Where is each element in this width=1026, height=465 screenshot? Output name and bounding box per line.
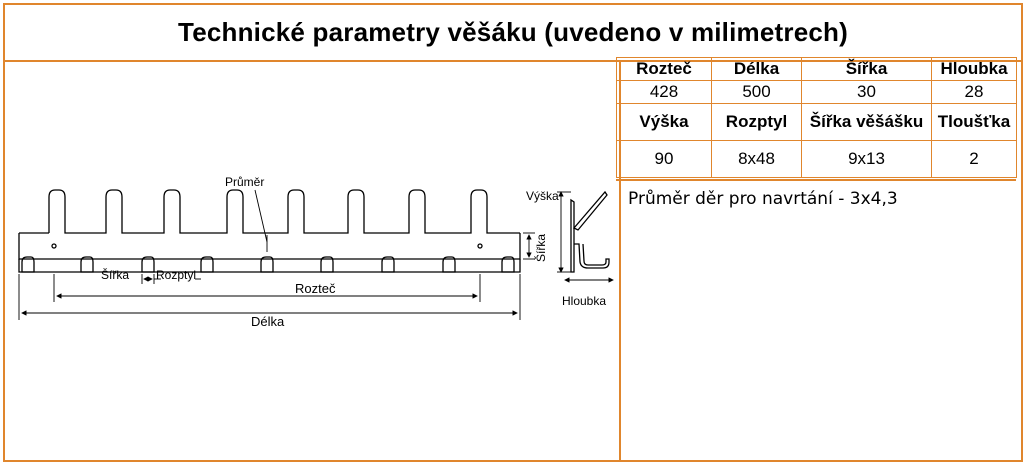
label-hloubka: Hloubka — [562, 294, 606, 308]
label-roztec: Rozteč — [295, 281, 336, 296]
header-tloustka: Tloušťka — [931, 103, 1017, 141]
value-sirka: 30 — [801, 80, 932, 104]
technical-drawing: Průměr Šířka Rozptyl Rozteč Délka Výška … — [5, 62, 621, 460]
header-roztec: Rozteč — [616, 57, 712, 81]
label-sirka-side: Šířka — [533, 234, 548, 262]
hanger-drawing: Průměr Šířka Rozptyl Rozteč Délka Výška … — [18, 175, 614, 329]
value-tloustka: 2 — [931, 140, 1017, 178]
hanger-side-view — [570, 190, 610, 273]
parameters-table: Rozteč Délka Šířka Hloubka 428 500 30 28… — [616, 57, 1017, 178]
value-delka: 500 — [711, 80, 802, 104]
parameters-table-container: Rozteč Délka Šířka Hloubka 428 500 30 28… — [616, 57, 1017, 178]
label-vyska: Výška — [526, 189, 559, 203]
label-rozptyl: Rozptyl — [156, 268, 196, 282]
hanger-front-view — [18, 189, 521, 273]
header-sirka-vesasku: Šířka věšášku — [801, 103, 932, 141]
value-vyska: 90 — [616, 140, 712, 178]
header-delka: Délka — [711, 57, 802, 81]
header-rozptyl: Rozptyl — [711, 103, 802, 141]
value-rozptyl: 8x48 — [711, 140, 802, 178]
label-sirka: Šířka — [101, 267, 129, 282]
note-divider — [616, 179, 1016, 181]
value-roztec: 428 — [616, 80, 712, 104]
header-row-2: Výška Rozptyl Šířka věšášku Tloušťka — [616, 103, 1017, 141]
header-row-1: Rozteč Délka Šířka Hloubka — [616, 57, 1017, 81]
header-hloubka: Hloubka — [931, 57, 1017, 81]
drill-hole-note: Průměr děr pro navrtání - 3x4,3 — [628, 189, 898, 209]
value-sirka-vesasku: 9x13 — [801, 140, 932, 178]
value-hloubka: 28 — [931, 80, 1017, 104]
label-prumer: Průměr — [225, 175, 264, 189]
value-row-2: 90 8x48 9x13 2 — [616, 140, 1017, 178]
header-sirka: Šířka — [801, 57, 932, 81]
dimension-lines — [18, 189, 535, 320]
label-delka: Délka — [251, 314, 285, 329]
value-row-1: 428 500 30 28 — [616, 80, 1017, 104]
page-title: Technické parametry věšáku (uvedeno v mi… — [5, 5, 1021, 62]
header-vyska: Výška — [616, 103, 712, 141]
side-dimension-lines — [557, 191, 614, 283]
spec-frame: Technické parametry věšáku (uvedeno v mi… — [3, 3, 1023, 462]
